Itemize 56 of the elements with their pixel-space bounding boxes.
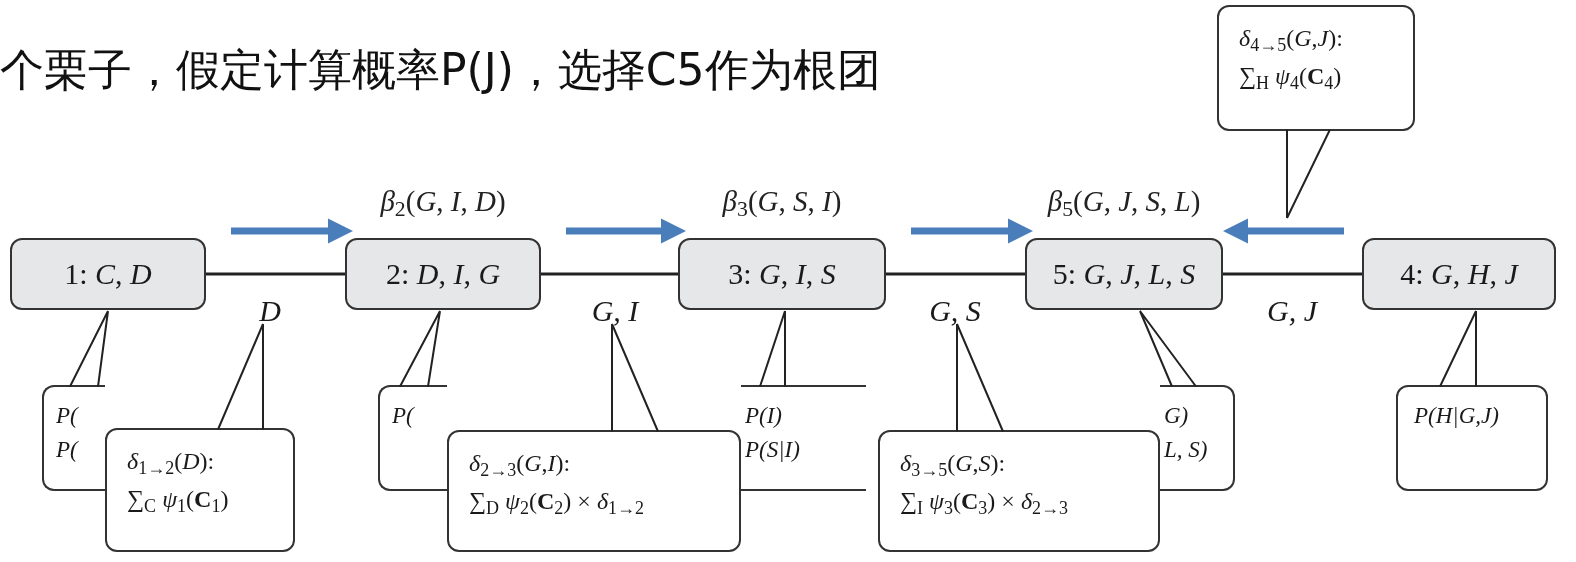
factor-formula: P(S|I) <box>745 436 801 464</box>
factor-formula: P(H|G,J) <box>1414 402 1500 430</box>
message-formula: δ$_{4→5}$(G,J): <box>1239 24 1344 57</box>
clique-label: 5: G, J, L, S <box>1052 256 1196 293</box>
belief-label: β$_{2}$(G, I, D) <box>379 184 507 224</box>
message-formula: δ$_{1→2}$(D): <box>127 447 216 480</box>
clique-box <box>345 238 541 310</box>
factor-formula: P( <box>392 402 416 430</box>
callout-tail <box>1139 310 1197 388</box>
sepset-text: G, J <box>1267 296 1317 326</box>
message-callout <box>105 428 295 552</box>
clique-label: 1: C, D <box>64 256 152 293</box>
sepset-text: G, S <box>929 296 981 326</box>
callout-tail <box>956 323 1004 433</box>
callout-bubble <box>42 385 105 491</box>
clique-label: 2: D, I, G <box>385 256 501 293</box>
callout-tail <box>69 310 109 388</box>
message-formula: δ$_{3→5}$(G,S): <box>900 449 1007 482</box>
message-formula: ∑$_{D}$ ψ$_{2}$(C$_{2}$) × δ$_{1→2}$ <box>469 487 646 520</box>
message-formula: ∑$_{C}$ ψ$_{1}$(C$_{1}$) <box>127 485 230 518</box>
connector-line <box>1223 272 1362 276</box>
callout-bubble <box>1160 385 1235 491</box>
sepset-text: G, I <box>591 296 639 326</box>
sepset-text: D <box>259 296 281 326</box>
message-callout <box>1217 5 1415 131</box>
message-formula: ∑$_{I}$ ψ$_{3}$(C$_{3}$) × δ$_{2→3}$ <box>900 487 1070 520</box>
callout-tail <box>1439 310 1477 388</box>
clique-box <box>678 238 886 310</box>
belief-label: β$_{3}$(G, S, I) <box>721 184 843 224</box>
clique-label: 4: G, H, J <box>1400 256 1518 293</box>
clique-box <box>1362 238 1556 310</box>
callout-bubble <box>741 385 866 491</box>
message-callout <box>878 430 1160 552</box>
message-callout <box>447 430 741 552</box>
callout-tail <box>217 323 264 431</box>
callout-bubble <box>1396 385 1548 491</box>
connector-line <box>541 272 678 276</box>
callout-tail <box>399 310 441 388</box>
connector-line <box>886 272 1025 276</box>
factor-formula: P( <box>56 436 80 464</box>
factor-formula: P( <box>56 402 80 430</box>
message-formula: δ$_{2→3}$(G,I): <box>469 449 572 482</box>
callout-bubble <box>378 385 447 491</box>
clique-box <box>10 238 206 310</box>
clique-label: 3: G, I, S <box>728 256 836 293</box>
connector-line <box>206 272 345 276</box>
clique-box <box>1025 238 1223 310</box>
factor-formula: P(I) <box>745 402 784 430</box>
title: 个栗子，假定计算概率P(J)，选择C5作为根团 <box>0 43 881 97</box>
callout-tail <box>1286 128 1331 219</box>
factor-formula: L, S) <box>1164 436 1209 464</box>
callout-tail <box>759 310 786 388</box>
factor-formula: G) <box>1164 402 1190 430</box>
callout-tail <box>611 323 659 433</box>
message-formula: ∑$_{H}$ ψ$_{4}$(C$_{4}$) <box>1239 62 1343 95</box>
belief-label: β$_{5}$(G, J, S, L) <box>1046 184 1202 224</box>
